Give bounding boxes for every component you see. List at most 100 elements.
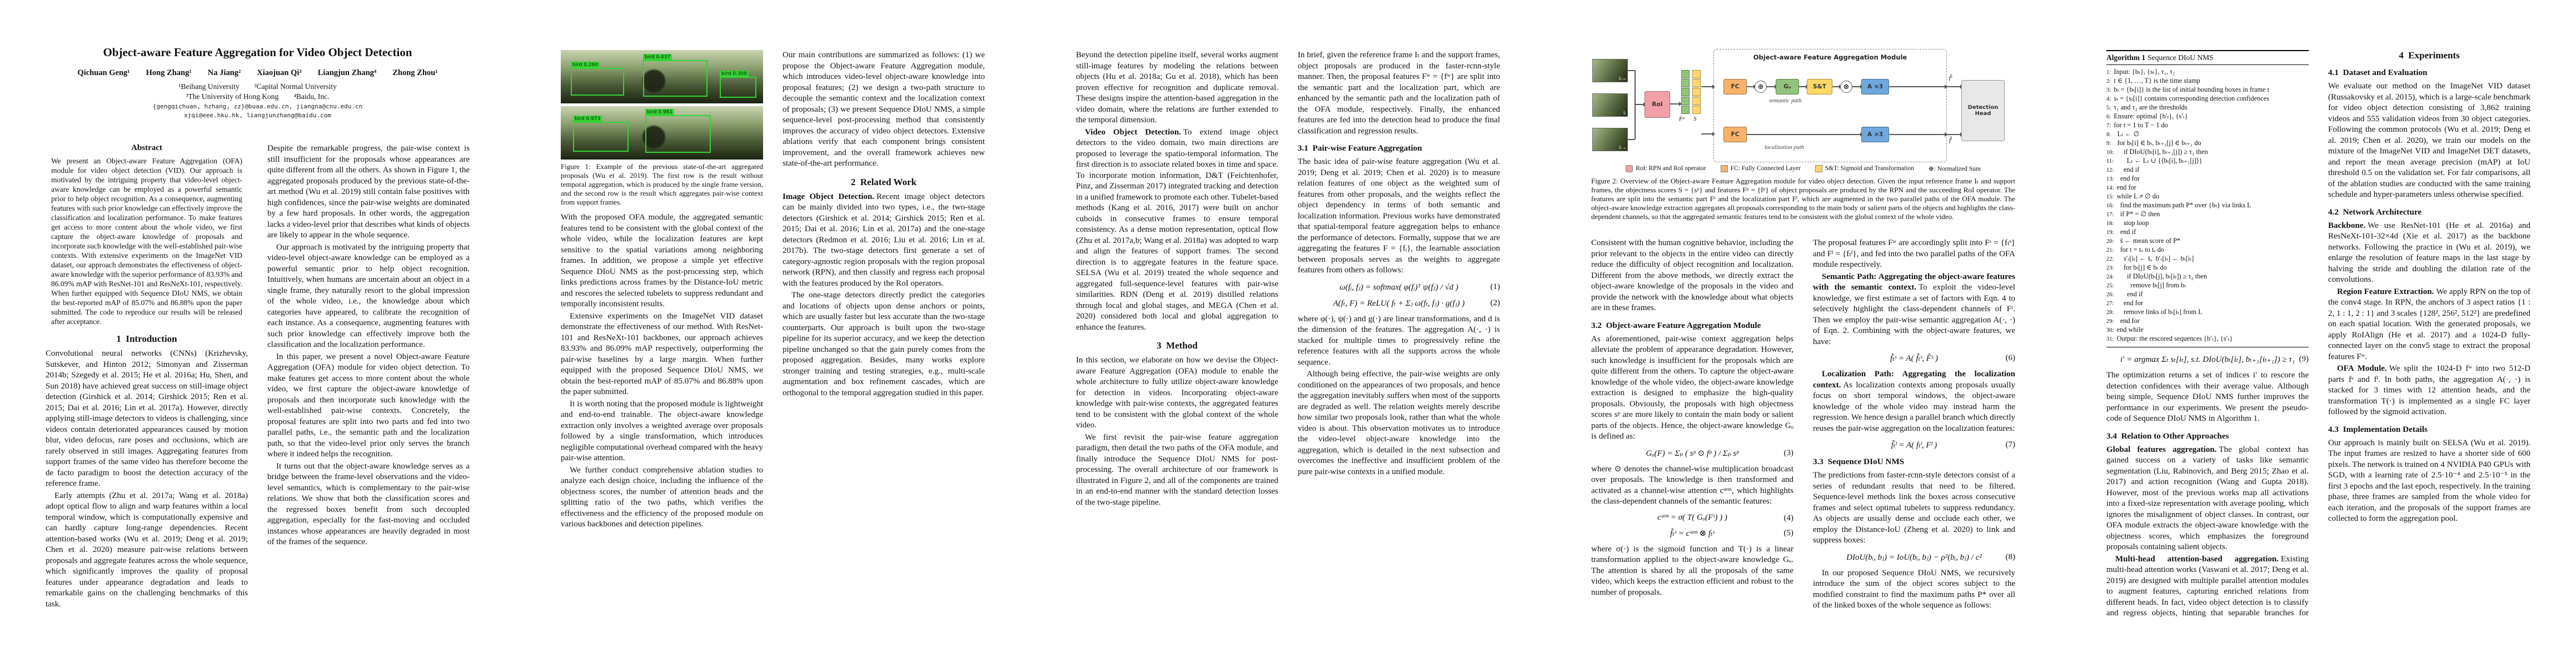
body-paragraph: Semantic Path: Aggregating the object-aw…: [1813, 272, 2015, 346]
equation-3: Gₒ(F) = Σₚ ( sᵖ ⊙ fᵖ ) / Σₚ sᵖ(3): [1646, 448, 1794, 458]
column-p4-right: The proposal features Fʷ are accordingly…: [1813, 238, 2015, 620]
semantic-output-label: f̃ˢ: [1949, 74, 1952, 81]
algorithm-line: end if: [2116, 290, 2143, 298]
bounding-box: bird 0.981: [645, 109, 711, 153]
algorithm-line: for bₜ[j] ∈ bₜ do: [2116, 263, 2167, 271]
algorithm-line: Lₜ ← Lₜ ∪ {⟨bₜ[i], bₜ₊₁[j]⟩}: [2116, 157, 2203, 165]
body-paragraph: In this section, we elaborate on how we …: [1076, 356, 1278, 430]
paragraph-lead: Region Feature Extraction.: [2337, 287, 2434, 296]
paragraph-lead: Semantic Path: Aggregating the object-aw…: [1813, 272, 2015, 292]
section-heading-method: 3 Method: [1157, 340, 1198, 351]
equation-number: (9): [2299, 355, 2309, 364]
arrow: [1636, 102, 1646, 106]
email-line-2: xjqi@eee.hku.hk, liangjunzhang@baidu.com: [184, 112, 331, 119]
equation-7: f̃ₜˡ = A( fₜˡ, Fˡ )(7): [1891, 440, 2015, 450]
algorithm-line: if P* = ∅ then: [2116, 210, 2160, 218]
input-frame-thumbnail: Iₜ: [1592, 93, 1628, 117]
sigmoid-transform-block: S&T: [1807, 79, 1832, 94]
paragraph-lead: Multi-head attention-based aggregation.: [2115, 554, 2279, 564]
column-p2-left: bird 0.260 bird 0.437 bird 0.308 bird 0.…: [561, 50, 763, 620]
abstract-heading: Abstract: [131, 143, 162, 152]
body-paragraph: Despite the remarkable progress, the pai…: [267, 144, 470, 240]
equation-number: (3): [1783, 448, 1794, 457]
ofa-module-title: Object-aware Feature Aggregation Module: [1753, 53, 1907, 61]
legend-item: ⊕: Normalized Sum: [1928, 166, 1981, 172]
subsection-heading-4-1: 4.1 Dataset and Evaluation: [2328, 68, 2428, 77]
bbox-label: bird 0.973: [573, 116, 602, 122]
body-paragraph: Early attempts (Zhu et al. 2017a; Wang e…: [46, 491, 248, 609]
algorithm-line: while L ≠ ∅ do: [2116, 192, 2160, 200]
algorithm-line: end if: [2116, 166, 2140, 173]
legend-item: S&T: Sigmoid and Transformation: [1815, 165, 1914, 172]
equation-8: DIoU(bᵢ, bⱼ) = IoU(bᵢ, bⱼ) − ρ²(bᵢ, bⱼ) …: [1846, 552, 2016, 562]
objectness-score-square: [1692, 88, 1701, 96]
figure-2-legend: RoI: RPN and RoI operator FC: Fully Conn…: [1591, 165, 2015, 172]
equation-number: (6): [2005, 354, 2016, 362]
algorithm-line: t ∈ {1, …, T} is the time stamp: [2114, 77, 2200, 84]
affiliation-line-1: ¹Beihang University ²Capital Normal Univ…: [178, 82, 337, 91]
body-paragraph: Convolutional neural networks (CNNs) (Kr…: [46, 349, 248, 488]
algorithm-line: Output: the rescored sequences {b′ₜ}, {s…: [2116, 335, 2233, 342]
column-p4-left: Consistent with the human cognitive beha…: [1591, 238, 1793, 620]
subsection-heading-3-1: 3.1 Pair-wise Feature Aggregation: [1298, 143, 1422, 153]
body-paragraph: In brief, given the reference frame Iₜ a…: [1298, 51, 1500, 136]
figure-1-row-aggregated: bird 0.973 bird 0.981: [561, 106, 763, 160]
feature-stack-label: Fᵖ: [1679, 116, 1685, 122]
arrow: [1832, 84, 1842, 88]
arrow: [1947, 84, 1963, 88]
body-paragraph: Video Object Detection.To extend image o…: [1076, 127, 1278, 332]
objectness-score-square: [1692, 70, 1701, 78]
body-paragraph: Consistent with the human cognitive beha…: [1591, 238, 1793, 312]
body-paragraph: Our approach is mainly built on SELSA (W…: [2328, 438, 2530, 524]
detection-head-block: Detection Head: [1961, 80, 2005, 141]
email-line-1: {gengqichuan, hzhang, zz}@buaa.edu.cn, j…: [152, 103, 363, 110]
algorithm-line: if DIoU(bₜ[i], bₜ₊₁[j]) ≥ τ₁ then: [2116, 148, 2208, 156]
paragraph-lead: Backbone.: [2328, 221, 2366, 230]
bounding-box: bird 0.437: [643, 54, 707, 97]
algorithm-line: if DIoU(bₜ[j], bₜ[iₜ]) ≥ τ₂ then: [2116, 272, 2208, 280]
algorithm-line: for bₜ[i] ∈ bₜ, bₜ₊₁[j] ∈ bₜ₊₁ do: [2114, 139, 2201, 147]
legend-item: RoI: RPN and RoI operator: [1626, 165, 1706, 172]
bounding-box: bird 0.260: [571, 62, 624, 96]
equation-number: (8): [2005, 552, 2016, 561]
algorithm-line: end if: [2116, 228, 2136, 236]
object-knowledge-block: Gₒ: [1776, 79, 1799, 94]
proposal-feature-square: [1681, 79, 1690, 87]
bbox-label: bird 0.981: [645, 109, 675, 116]
subsection-heading-3-2: 3.2 Object-aware Feature Aggregation Mod…: [1591, 320, 1761, 330]
arrow: [1670, 102, 1682, 106]
section-heading-experiments: 4 Experiments: [2399, 50, 2460, 61]
localization-aggregation-block: A ×3: [1861, 127, 1889, 142]
arrow: [1747, 132, 1863, 136]
body-paragraph: We further conduct comprehensive ablatio…: [561, 465, 763, 529]
equation-1: ω(fᵢ, fⱼ) = softmax( φ(fᵢ)ᵀ ψ(fⱼ) / √d )…: [1339, 282, 1500, 292]
multiply-icon: ⊗: [1840, 81, 1852, 93]
ofa-module-box: Object-aware Feature Aggregation Module: [1713, 49, 1947, 162]
paragraph-lead: OFA Module.: [2337, 364, 2387, 373]
body-paragraph: where φ(·), ψ(·) and g(·) are linear tra…: [1298, 314, 1500, 367]
algorithm-line: remove bₜ[j] from bₜ: [2116, 281, 2186, 289]
arrow: [1889, 84, 1947, 88]
body-paragraph: Backbone.We use ResNet-101 (He et al. 20…: [2328, 221, 2530, 285]
body-paragraph: It is worth noting that the proposed mod…: [561, 399, 763, 463]
bounding-box: bird 0.973: [573, 116, 629, 152]
algorithm-line: end while: [2116, 326, 2144, 334]
figure-1-caption: Figure 1: Example of the previous state-…: [561, 162, 763, 206]
body-paragraph: Multi-head attention-based aggregation.E…: [2106, 554, 2309, 620]
algorithm-line: bₜ = {bₜ[i]} is the list of initial boun…: [2114, 86, 2270, 93]
body-paragraph: The predictions from faster-rcnn-style d…: [1813, 471, 2015, 545]
objectness-score-square: [1692, 97, 1701, 105]
body-paragraph: Localization Path: Aggregating the local…: [1813, 370, 2015, 433]
equation-number: (5): [1783, 528, 1794, 537]
subsection-heading-4-3: 4.3 Implementation Details: [2328, 424, 2428, 434]
body-paragraph: The optimization returns a set of indice…: [2106, 371, 2309, 423]
algorithm-line: stop loop: [2116, 219, 2149, 227]
arrow: [1701, 132, 1715, 136]
figure-1-row-single-frame: bird 0.260 bird 0.437 bird 0.308: [561, 50, 763, 103]
body-paragraph: The proposal features Fʷ are accordingly…: [1813, 238, 2015, 269]
body-paragraph: Extensive experiments on the ImageNet VI…: [561, 311, 763, 397]
